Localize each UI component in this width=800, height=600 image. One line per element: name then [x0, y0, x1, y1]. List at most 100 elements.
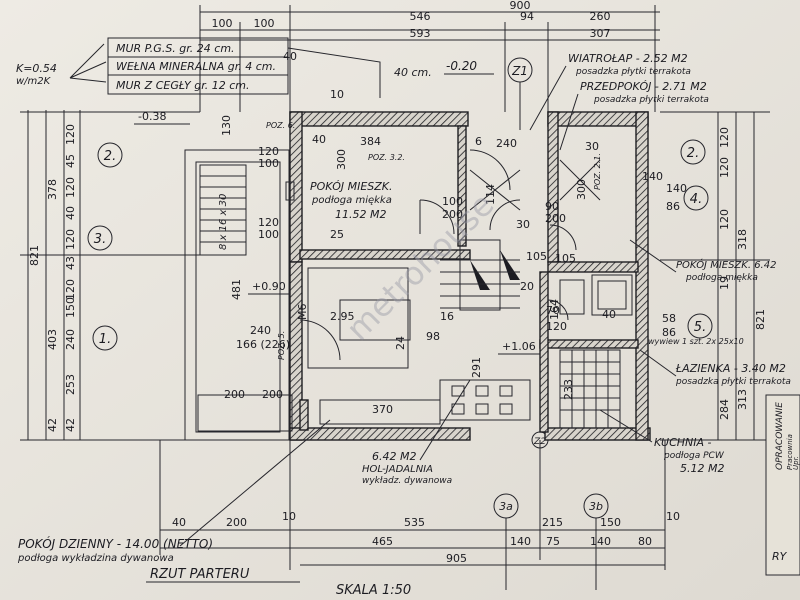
top-dim-5: 260 — [590, 10, 611, 23]
k-unit: w/m2K — [16, 76, 52, 87]
left-inner-9: 240 — [64, 329, 77, 350]
wiatrolap-floor: posadzka płytki terrakota — [575, 67, 691, 77]
kitchen-dim-233: 233 — [562, 379, 575, 400]
left-inner-2: 45 — [64, 154, 77, 168]
wiatrolap-name: WIATROŁAP - 2.52 M2 — [568, 52, 688, 65]
dzienny-dim-240: 240 — [250, 324, 271, 337]
top-dimensions: 100 100 546 94 260 593 307 900 40 10 130 — [199, 0, 660, 136]
room-1-dim-120b: 120 — [258, 216, 279, 229]
top-small-3: 130 — [220, 115, 233, 136]
top-small-2: 10 — [330, 88, 344, 101]
przedpokoj-name: PRZEDPOKÓJ - 2.71 M2 — [580, 80, 707, 93]
vent-note: wywiew 1 szt. 2x 25x10 — [648, 337, 744, 346]
poz-2-1: POZ. 2.1. — [593, 153, 602, 190]
left-outer-1: 821 — [28, 245, 41, 266]
stamp-line-1: Pracownia — [786, 434, 794, 470]
room-dim-200: 200 — [545, 212, 566, 225]
bottom-dim-535: 535 — [404, 516, 425, 529]
room-pokoj-mieszk-1: POKÓJ MIESZK. podłoga miękka 11.52 M2 38… — [258, 121, 393, 241]
przedpokoj-floor: posadzka płytki terrakota — [593, 95, 709, 105]
room-dim-6: 6 — [475, 135, 482, 148]
hol-dim-291: 291 — [470, 357, 483, 378]
left-dimensions: 821 403 378 120 45 120 40 120 43 120 150… — [20, 110, 200, 441]
bottom-dim-80: 80 — [638, 535, 652, 548]
left-inner-5: 120 — [64, 229, 77, 250]
title-text: RZUT PARTERU — [150, 567, 250, 582]
dzienny-dim-370: 370 — [372, 403, 393, 416]
axis-3b: 3b — [589, 500, 603, 513]
bottom-small-2: 10 — [666, 510, 680, 523]
room-2-floor: podłoga miękka — [685, 273, 758, 283]
room-1-dim-100b: 100 — [258, 228, 279, 241]
bottom-dim-75: 75 — [546, 535, 560, 548]
left-inner-3: 120 — [64, 177, 77, 198]
top-small-1: 40 — [283, 50, 297, 63]
room-1-floor: podłoga miękka — [311, 195, 392, 206]
scale-text: SKALA 1:50 — [336, 583, 411, 598]
axis-markers: Z1 2. 3. 1. 2. 4. 5. 3a 3b Z2 — [87, 57, 713, 590]
room-dim-105: 105 — [555, 252, 576, 265]
left-inner-4: 40 — [64, 206, 77, 220]
room-1-area: 11.52 M2 — [335, 208, 386, 221]
room-pokoj-mieszk-2: POKÓJ MIESZK. 6.42 podłoga miękka 105 10… — [394, 239, 776, 350]
axis-5: 5. — [694, 320, 706, 335]
left-inner-10: 253 — [64, 374, 77, 395]
internal-stairs: +1.06 — [440, 239, 540, 355]
hol-area: 6.42 M2 — [372, 450, 416, 463]
terrace-dim-200b: 200 — [262, 388, 283, 401]
hol-floor: wykładz. dywanowa — [362, 476, 452, 486]
k-value: K=0.54 — [16, 62, 57, 75]
stamp-bottom: RY — [772, 550, 788, 563]
axis-2: 2. — [104, 149, 116, 164]
terrace: 8 x 16 x 30 481 +0.90 200 200 — [184, 149, 293, 441]
level-mark-top: -0.20 — [446, 59, 477, 73]
left-inner-1: 120 — [64, 124, 77, 145]
top-dim-total: 900 — [510, 0, 531, 12]
right-inner-2: 120 — [718, 157, 731, 178]
room-hol-jadalnia: 291 98 6.42 M2 HOL-JADALNIA wykładz. dyw… — [362, 330, 531, 486]
level-mid: +0.90 — [252, 280, 286, 293]
right-inner-3: 140 — [666, 182, 687, 195]
room-dim-240: 240 — [496, 137, 517, 150]
entry-stairs: 8 x 16 x 30 — [199, 164, 247, 256]
poz-3-2: POZ. 3.2. — [368, 153, 405, 162]
left-inner-12: 42 — [46, 418, 59, 432]
dzienny-dim-166: 166 (226) — [236, 338, 290, 351]
axis-3: 3. — [94, 232, 106, 247]
bottom-dim-465: 465 — [372, 535, 393, 548]
room-dim-16: 16 — [440, 310, 454, 323]
top-dim-7: 307 — [590, 27, 611, 40]
room-dim-20: 20 — [520, 280, 534, 293]
dzienny-floor: podłoga wykładzina dywanowa — [17, 553, 174, 564]
room-1-dim-120: 120 — [258, 145, 279, 158]
right-inner-4: 86 — [666, 200, 680, 213]
bottom-dim-40: 40 — [172, 516, 186, 529]
top-dim-4: 94 — [520, 10, 534, 23]
axis-1: 1. — [99, 332, 111, 347]
room-dim-300b: 300 — [575, 179, 588, 200]
room-dim-200c: 200 — [442, 208, 463, 221]
bath-dim-70: 70 — [546, 304, 560, 317]
room-dim-90: 90 — [545, 200, 559, 213]
room-wiatrolap: WIATROŁAP - 2.52 M2 posadzka płytki terr… — [368, 52, 709, 231]
bath-dim-120: 120 — [546, 320, 567, 333]
bottom-dimensions: 40 200 535 215 150 465 140 75 140 80 905… — [159, 440, 680, 570]
dzienny-name: POKÓJ DZIENNY - 14.00 (NETTO) — [18, 536, 213, 551]
terrace-dim: 481 — [230, 279, 243, 300]
room-1-dim-100: 100 — [258, 157, 279, 170]
left-inner-8: 150 — [64, 297, 77, 318]
bottom-dim-215: 215 — [542, 516, 563, 529]
level-mid-2: +1.06 — [502, 340, 536, 353]
axis-2-right: 2. — [687, 146, 699, 161]
hol-dim-98: 98 — [426, 330, 440, 343]
kuchnia-name: KUCHNIA - — [654, 436, 712, 449]
stamp-title: OPRACOWANIE — [775, 402, 785, 470]
right-inner-9: 120 — [718, 209, 731, 230]
lazienka-floor: posadzka płytki terrakota — [675, 377, 791, 387]
room-pokoj-dzienny: 2.95 M6 240 166 (226) 370 POZ. 5. POKÓJ … — [17, 267, 441, 564]
left-outer-2: 403 — [46, 329, 59, 350]
left-inner-6: 43 — [64, 256, 77, 270]
axis-3a: 3a — [499, 500, 513, 513]
wall-legend: K=0.54 w/m2K MUR P.G.S. gr. 24 cm. WEŁNA… — [16, 37, 494, 98]
